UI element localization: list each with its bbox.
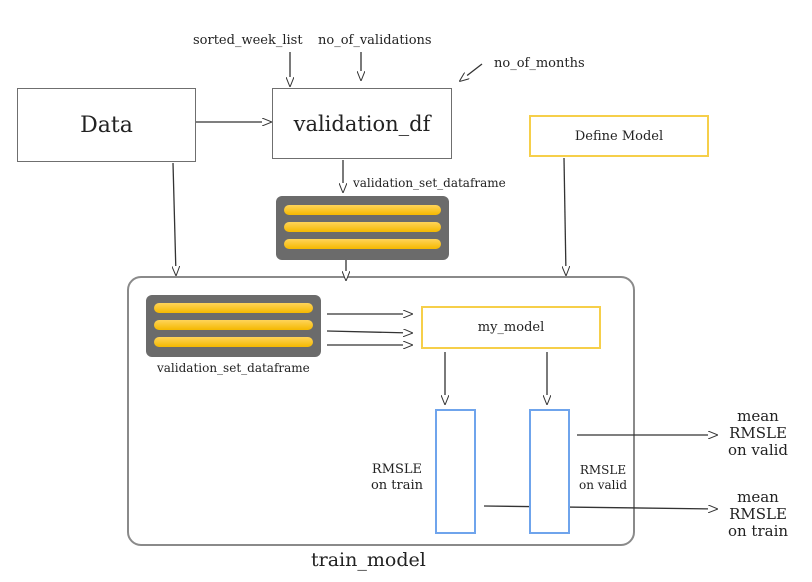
rmsle-train-line1: RMSLE — [371, 462, 423, 477]
validation-set-dataframe-stack-top — [276, 196, 449, 260]
arrow-define-model-to-train-model — [564, 157, 566, 275]
mean-train-line2: RMSLE — [729, 505, 787, 523]
validation-set-dataframe-top-label: validation_set_dataframe — [353, 176, 506, 190]
mean-train-line3: on train — [727, 522, 789, 540]
data-node: Data — [17, 88, 196, 162]
dataframe-row-bar — [284, 205, 441, 215]
rmsle-on-valid-label: RMSLE on valid — [570, 463, 636, 493]
sorted-week-list-label: sorted_week_list — [193, 33, 303, 48]
validation-set-dataframe-inner-label: validation_set_dataframe — [157, 361, 310, 375]
mean-rmsle-on-valid-output: mean RMSLE on valid — [718, 408, 798, 459]
define-model-label: Define Model — [574, 128, 664, 144]
no-of-validations-label: no_of_validations — [318, 33, 432, 48]
mean-rmsle-on-train-output: mean RMSLE on train — [718, 489, 798, 540]
dataframe-row-bar — [284, 239, 441, 249]
no-of-months-label: no_of_months — [494, 56, 585, 71]
arrow-df-to-model-2 — [326, 331, 412, 333]
rmsle-valid-line1: RMSLE — [579, 463, 627, 477]
arrow-data-to-train-model — [173, 162, 176, 275]
arrow-to-mean-train — [483, 506, 717, 509]
dataframe-row-bar — [154, 337, 313, 347]
dataframe-row-bar — [284, 222, 441, 232]
mean-valid-line1: mean — [737, 407, 779, 425]
validation-df-node: validation_df — [272, 88, 452, 159]
rmsle-valid-line2: on valid — [578, 478, 628, 492]
validation-df-label: validation_df — [293, 111, 431, 136]
rmsle-train-line2: on train — [370, 478, 424, 493]
dataframe-row-bar — [154, 303, 313, 313]
mean-valid-line3: on valid — [727, 441, 789, 459]
validation-set-dataframe-stack-inner — [146, 295, 321, 357]
train-model-label: train_model — [311, 549, 426, 571]
rmsle-train-box — [435, 409, 476, 534]
dataframe-row-bar — [154, 320, 313, 330]
define-model-node: Define Model — [529, 115, 709, 157]
data-node-label: Data — [80, 112, 133, 138]
my-model-node: my_model — [421, 306, 601, 349]
my-model-label: my_model — [477, 320, 545, 335]
rmsle-valid-box — [529, 409, 570, 534]
mean-valid-line2: RMSLE — [729, 424, 787, 442]
arrow-no-of-months — [460, 63, 483, 81]
rmsle-on-train-label: RMSLE on train — [362, 462, 432, 494]
mean-train-line1: mean — [737, 488, 779, 506]
